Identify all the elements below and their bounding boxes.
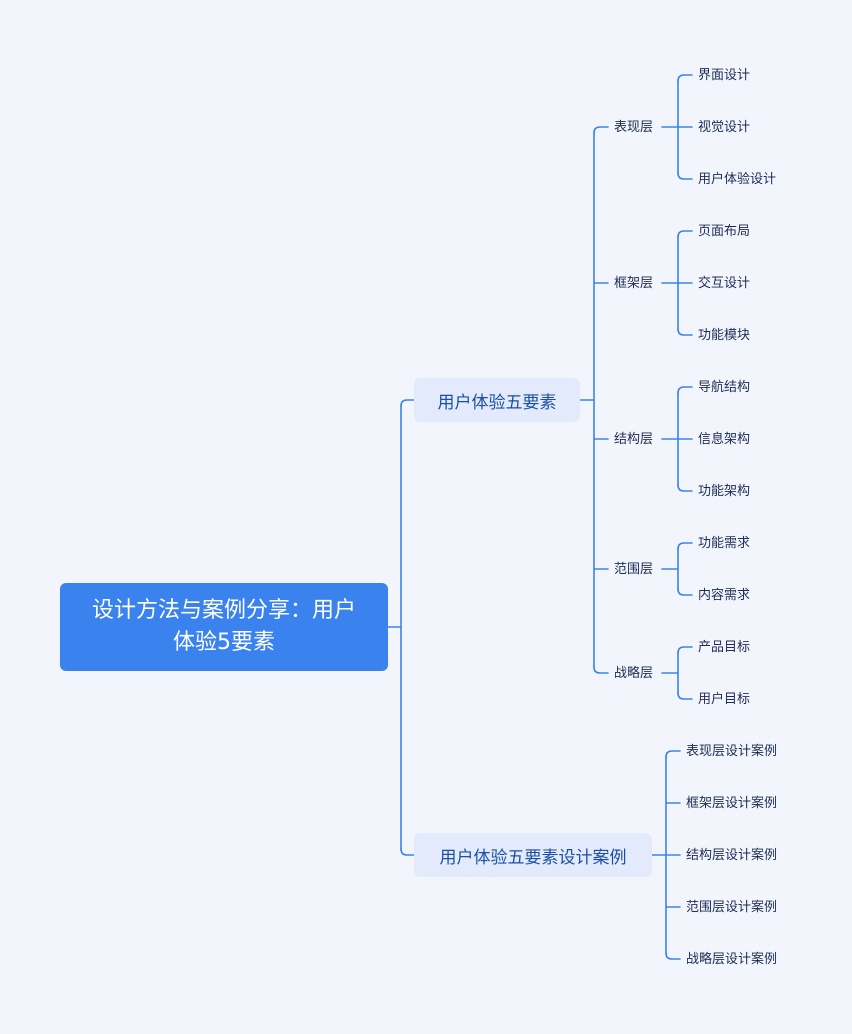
branch-design-cases[interactable]: 用户体验五要素设计案例 [414,833,652,877]
branch-label: 用户体验五要素 [437,392,557,413]
branch-ux-five-elements[interactable]: 用户体验五要素 [414,378,580,422]
leaf-page-layout[interactable]: 页面布局 [698,224,751,239]
leaf-content-requirements[interactable]: 内容需求 [698,588,751,603]
leaf-case-strategy[interactable]: 战略层设计案例 [686,952,778,967]
scope-connector-branch-0 [677,542,693,550]
five-elements-connector-branch-0 [593,126,609,134]
leaf-ux-design[interactable]: 用户体验设计 [698,172,777,187]
scope-connector-branch-1 [677,588,693,596]
leaf-case-skeleton[interactable]: 框架层设计案例 [686,796,778,811]
layer-structure[interactable]: 结构层 [614,432,654,447]
layer-scope[interactable]: 范围层 [614,562,654,577]
surface-connector-branch-2 [677,172,693,180]
five-elements-connector-branch-4 [593,666,609,674]
skeleton-connector-branch-0 [677,230,693,238]
leaf-product-goals[interactable]: 产品目标 [698,640,751,655]
surface-connector-branch-0 [677,74,693,82]
leaf-function-requirements[interactable]: 功能需求 [698,536,751,551]
layer-surface[interactable]: 表现层 [614,120,654,135]
skeleton-connector-branch-2 [677,328,693,336]
layer-strategy[interactable]: 战略层 [614,666,654,681]
root-title: 设计方法与案例分享：用户体验5要素 [91,598,356,655]
leaf-case-surface[interactable]: 表现层设计案例 [686,744,778,759]
leaf-case-scope[interactable]: 范围层设计案例 [686,900,778,915]
structure-connector-branch-2 [677,484,693,492]
leaf-visual-design[interactable]: 视觉设计 [698,120,751,135]
branch-label: 用户体验五要素设计案例 [439,847,627,868]
root-connector-branch-1 [400,848,415,856]
layer-skeleton[interactable]: 框架层 [614,276,654,291]
root-connector-branch-0 [400,399,415,407]
structure-connector-branch-0 [677,386,693,394]
leaf-function-modules[interactable]: 功能模块 [698,328,751,343]
leaf-function-architecture[interactable]: 功能架构 [698,484,751,499]
root-node[interactable]: 设计方法与案例分享：用户体验5要素 [60,583,388,671]
cases-connector-branch-4 [665,952,681,960]
leaf-case-structure[interactable]: 结构层设计案例 [686,848,778,863]
leaf-interaction-design[interactable]: 交互设计 [698,276,751,291]
cases-connector-branch-0 [665,750,681,758]
leaf-navigation-structure[interactable]: 导航结构 [698,380,751,395]
leaf-information-architecture[interactable]: 信息架构 [698,432,751,447]
strategy-connector-branch-1 [677,692,693,700]
leaf-user-goals[interactable]: 用户目标 [698,692,751,707]
strategy-connector-branch-0 [677,646,693,654]
leaf-interface-design[interactable]: 界面设计 [698,68,751,83]
